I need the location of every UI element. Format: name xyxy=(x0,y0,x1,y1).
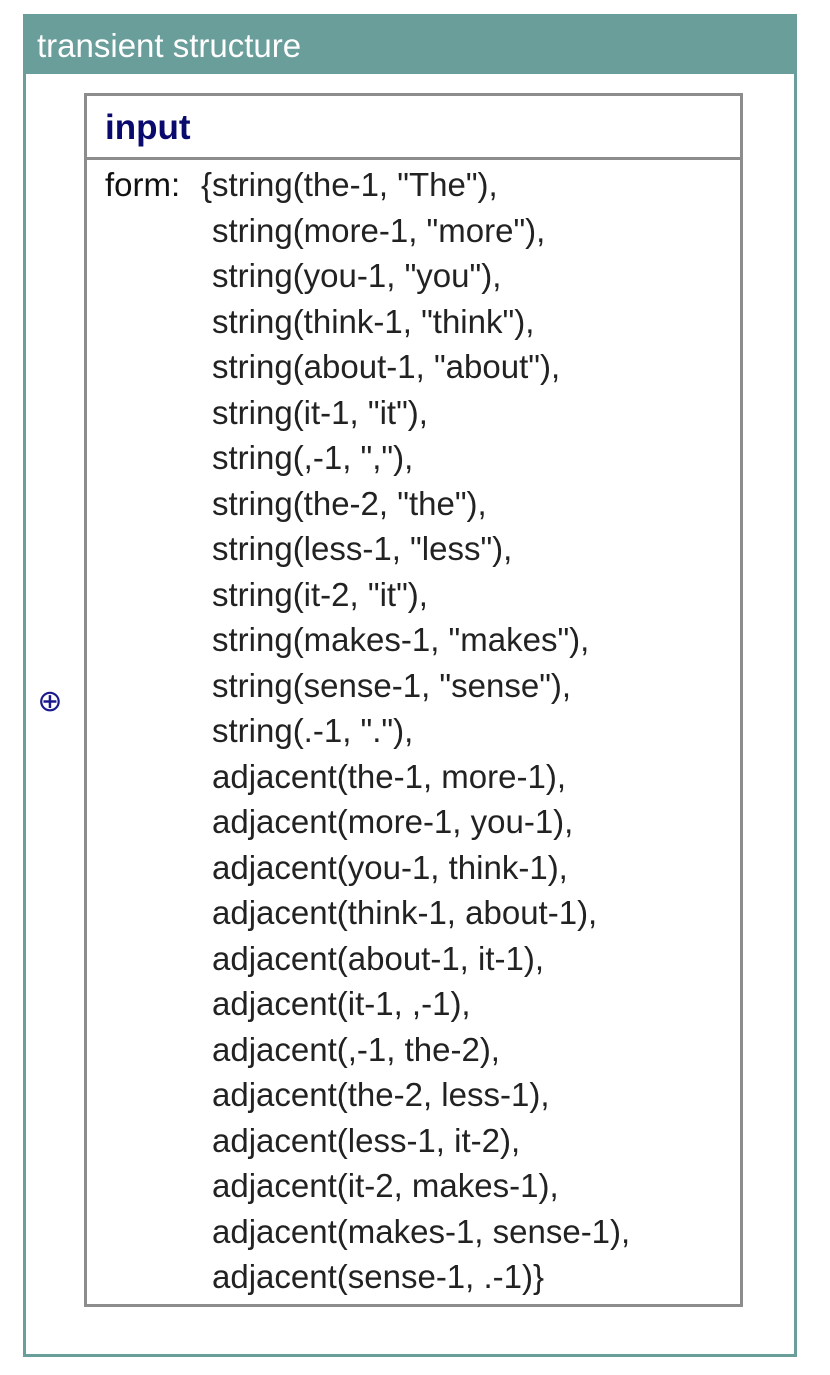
feature-value-line: string(more-1, "more"), xyxy=(212,211,546,249)
feature-value-line: adjacent(the-1, more-1), xyxy=(212,757,566,795)
feature-value-line: adjacent(you-1, think-1), xyxy=(212,848,568,886)
panel-header: transient structure xyxy=(26,17,794,74)
feature-value-line: adjacent(it-2, makes-1), xyxy=(212,1167,559,1204)
expand-plus-icon[interactable]: ⊕ xyxy=(37,685,63,718)
feature-value-line: string(.-1, "."), xyxy=(212,712,414,749)
feature-value-line: string(,-1, ","), xyxy=(212,439,414,476)
unit-box-input[interactable]: input form: {string(the-1, "The"), strin… xyxy=(84,93,743,1307)
feature-value-line: string(the-2, "the"), xyxy=(212,484,487,522)
feature-value-line: string(about-1, "about"), xyxy=(212,348,561,385)
feature-value-line: string(think-1, "think"), xyxy=(212,302,535,340)
feature-value-line: string(less-1, "less"), xyxy=(212,530,513,567)
feature-value-list: {string(the-1, "The"), string(more-1, "m… xyxy=(201,162,631,1300)
panel-title: transient structure xyxy=(37,27,302,64)
feature-value-line: string(it-2, "it"), xyxy=(212,575,428,613)
unit-name: input xyxy=(87,96,740,160)
feature-value-line: adjacent(makes-1, sense-1), xyxy=(212,1212,631,1250)
feature-value-line: string(you-1, "you"), xyxy=(212,257,502,294)
feature-value-line: adjacent(think-1, about-1), xyxy=(212,894,598,931)
feature-label: form: xyxy=(105,166,181,203)
feature-value-line: adjacent(it-1, ,-1), xyxy=(212,985,471,1022)
feature-value-line: adjacent(the-2, less-1), xyxy=(212,1076,550,1113)
feature-value-line: string(sense-1, "sense"), xyxy=(212,666,572,704)
feature-value-line: {string(the-1, "The"), xyxy=(201,166,498,203)
feature-value-line: string(makes-1, "makes"), xyxy=(212,621,590,658)
feature-value-line: adjacent(about-1, it-1), xyxy=(212,939,545,977)
feature-value-line: adjacent(sense-1, .-1)} xyxy=(212,1258,545,1295)
feature-value-line: adjacent(more-1, you-1), xyxy=(212,803,574,840)
feature-value-line: adjacent(,-1, the-2), xyxy=(212,1030,500,1068)
feature-value-line: string(it-1, "it"), xyxy=(212,393,428,431)
feature-row-form: form: {string(the-1, "The"), string(more… xyxy=(87,160,740,1295)
feature-value-line: adjacent(less-1, it-2), xyxy=(212,1121,521,1159)
